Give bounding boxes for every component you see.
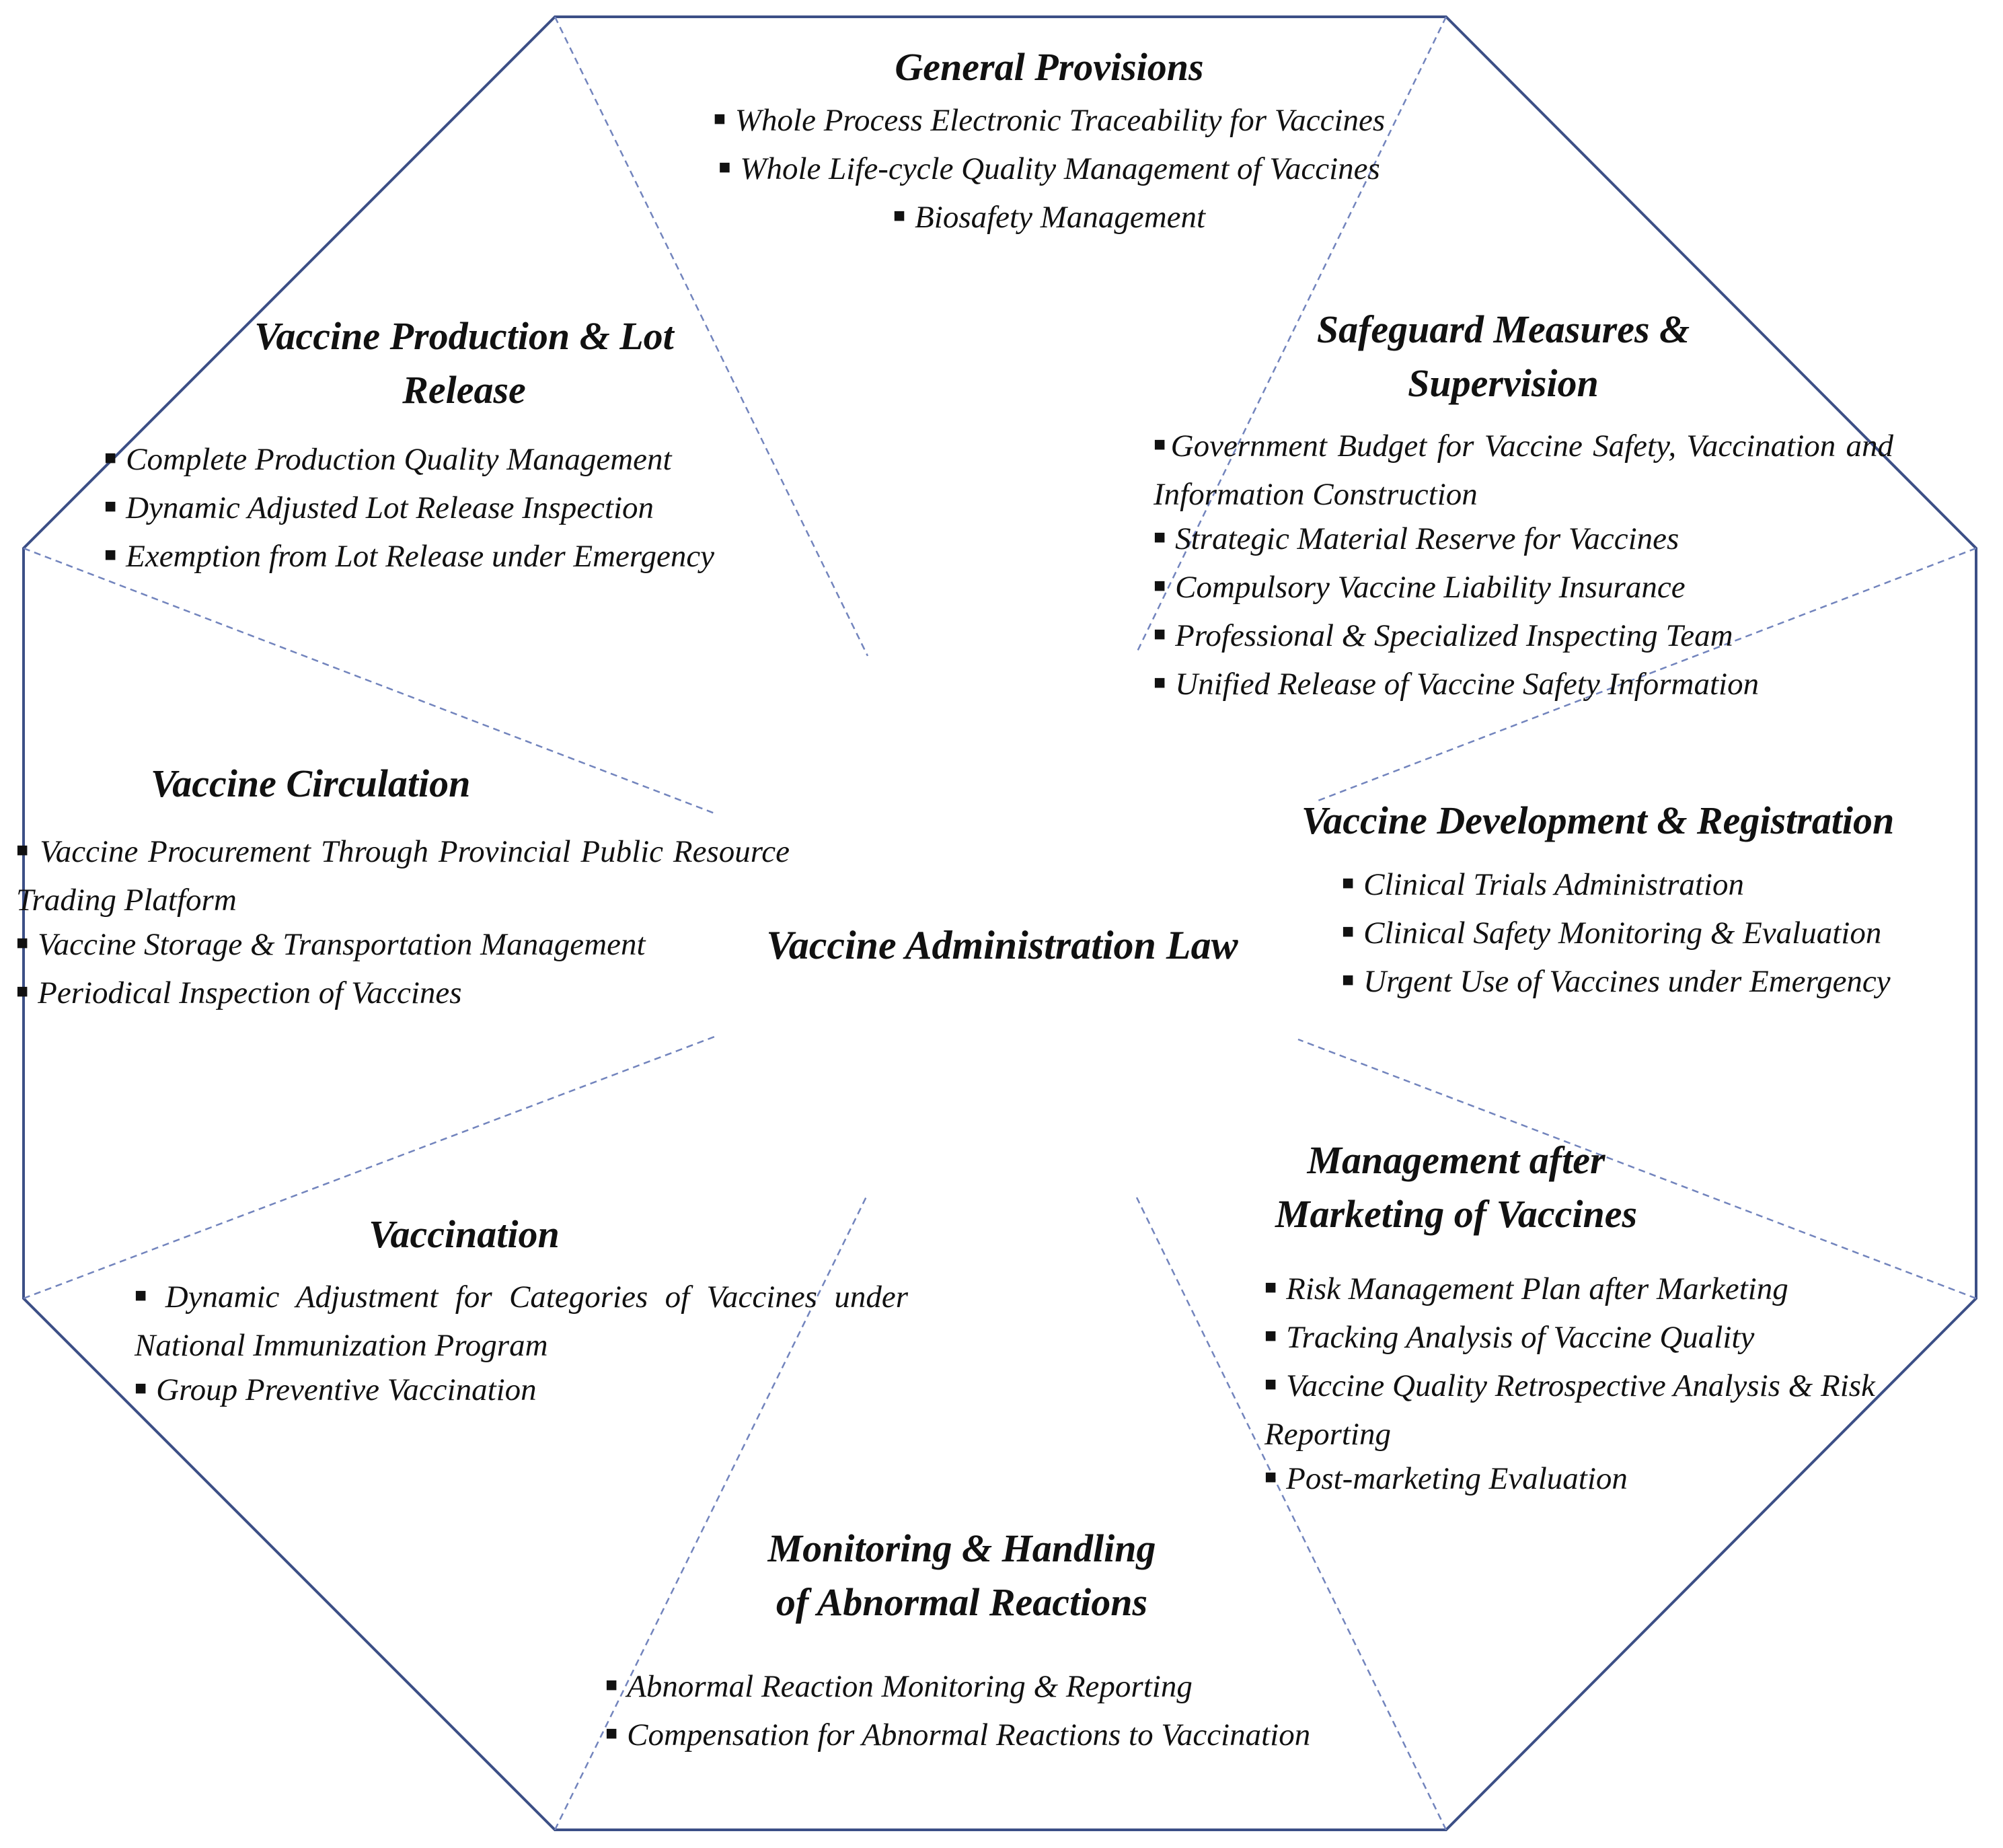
section-title: Safeguard Measures & Supervision xyxy=(1316,307,1690,405)
bullet-icon: ■ xyxy=(1264,1466,1277,1488)
bullet-icon: ■ xyxy=(1264,1325,1277,1347)
list-item: ■Government Budget for Vaccine Safety, V… xyxy=(1154,429,1894,512)
divider-line-6 xyxy=(554,1193,869,1831)
section-title: Management after Marketing of Vaccines xyxy=(1275,1138,1638,1236)
list-item: ■Tracking Analysis of Vaccine Quality xyxy=(1264,1320,1755,1355)
divider-line-1 xyxy=(554,16,869,657)
list-item: ■Vaccine Procurement Through Provincial … xyxy=(16,834,790,918)
list-item: ■Unified Release of Vaccine Safety Infor… xyxy=(1154,667,1760,702)
bullet-icon: ■ xyxy=(16,932,29,954)
divider-line-7 xyxy=(23,1035,717,1300)
list-item: ■Professional & Specialized Inspecting T… xyxy=(1154,618,1733,653)
section-vaccination: Vaccination ■Dynamic Adjustment for Cate… xyxy=(135,1208,915,1416)
section-title: General Provisions xyxy=(895,45,1204,89)
bullet-icon: ■ xyxy=(104,495,117,517)
list-item: ■Clinical Safety Monitoring & Evaluation xyxy=(1342,916,1882,951)
divider-line-4 xyxy=(1297,1038,1977,1300)
section-title: Vaccine Production & Lot Release xyxy=(254,314,674,412)
bullet-icon: ■ xyxy=(1342,872,1355,894)
section-title: Vaccine Development & Registration xyxy=(1301,799,1895,842)
list-item: ■Whole Life-cycle Quality Management of … xyxy=(718,151,1380,186)
list-item: ■Dynamic Adjustment for Categories of Va… xyxy=(135,1280,908,1363)
list-item: ■Dynamic Adjusted Lot Release Inspection xyxy=(104,490,654,525)
list-item: ■Exemption from Lot Release under Emerge… xyxy=(104,539,715,574)
section-title: Monitoring & Handling of Abnormal Reacti… xyxy=(767,1526,1156,1624)
bullet-icon: ■ xyxy=(104,544,117,566)
bullet-icon: ■ xyxy=(605,1674,618,1696)
bullet-icon: ■ xyxy=(104,447,117,469)
bullet-icon: ■ xyxy=(135,1284,156,1306)
bullet-icon: ■ xyxy=(1264,1373,1277,1395)
section-vaccine-production: Vaccine Production & Lot Release ■Comple… xyxy=(104,309,858,583)
bullet-icon: ■ xyxy=(713,108,726,130)
section-monitoring-abnormal: Monitoring & Handling of Abnormal Reacti… xyxy=(605,1522,1480,1761)
list-item: ■Urgent Use of Vaccines under Emergency xyxy=(1342,964,1891,999)
bullet-icon: ■ xyxy=(1264,1276,1277,1298)
section-management-after-marketing: Management after Marketing of Vaccines ■… xyxy=(1238,1134,1937,1505)
divider-line-3 xyxy=(1318,547,1977,802)
list-item: ■Whole Process Electronic Traceability f… xyxy=(713,103,1386,138)
list-item: ■Periodical Inspection of Vaccines xyxy=(16,975,462,1010)
list-item: ■Complete Production Quality Management xyxy=(104,442,672,477)
section-safeguard-measures: Safeguard Measures & Supervision ■Govern… xyxy=(1154,303,1893,710)
bullet-icon: ■ xyxy=(16,980,29,1002)
divider-line-5 xyxy=(1135,1197,1447,1831)
list-item: ■Biosafety Management xyxy=(893,200,1206,235)
section-title: Vaccine Circulation xyxy=(151,762,471,805)
bullet-icon: ■ xyxy=(135,1377,147,1399)
bullet-icon: ■ xyxy=(1342,920,1355,943)
section-general-provisions: General Provisions ■Whole Process Electr… xyxy=(565,40,1534,244)
list-item: ■Abnormal Reaction Monitoring & Reportin… xyxy=(605,1669,1193,1704)
list-item: ■Post-marketing Evaluation xyxy=(1264,1461,1628,1496)
list-item: ■Compensation for Abnormal Reactions to … xyxy=(605,1717,1311,1752)
bullet-icon: ■ xyxy=(605,1722,618,1744)
bullet-icon: ■ xyxy=(1154,575,1166,597)
center-title: Vaccine Administration Law xyxy=(766,923,1238,967)
list-item: ■Group Preventive Vaccination xyxy=(135,1372,537,1407)
divider-line-8 xyxy=(23,547,717,815)
bullet-icon: ■ xyxy=(893,205,906,227)
list-item: ■Clinical Trials Administration xyxy=(1342,867,1744,902)
section-title: Vaccination xyxy=(369,1212,560,1256)
divider-line-2 xyxy=(1135,16,1447,653)
list-item: ■Vaccine Storage & Transportation Manage… xyxy=(16,927,646,962)
list-item: ■Risk Management Plan after Marketing xyxy=(1264,1271,1788,1306)
section-vaccine-circulation: Vaccine Circulation ■Vaccine Procurement… xyxy=(16,757,796,1019)
list-item: ■Strategic Material Reserve for Vaccines xyxy=(1154,521,1679,556)
bullet-icon: ■ xyxy=(1154,433,1168,455)
bullet-icon: ■ xyxy=(1154,623,1166,645)
list-item: ■Compulsory Vaccine Liability Insurance xyxy=(1154,570,1686,605)
bullet-icon: ■ xyxy=(1342,969,1355,991)
bullet-icon: ■ xyxy=(1154,671,1166,694)
bullet-icon: ■ xyxy=(1154,526,1166,548)
bullet-icon: ■ xyxy=(718,156,731,178)
list-item: ■Vaccine Quality Retrospective Analysis … xyxy=(1264,1368,1875,1452)
section-vaccine-development: Vaccine Development & Registration ■Clin… xyxy=(1301,794,1988,1008)
bullet-icon: ■ xyxy=(16,839,31,861)
